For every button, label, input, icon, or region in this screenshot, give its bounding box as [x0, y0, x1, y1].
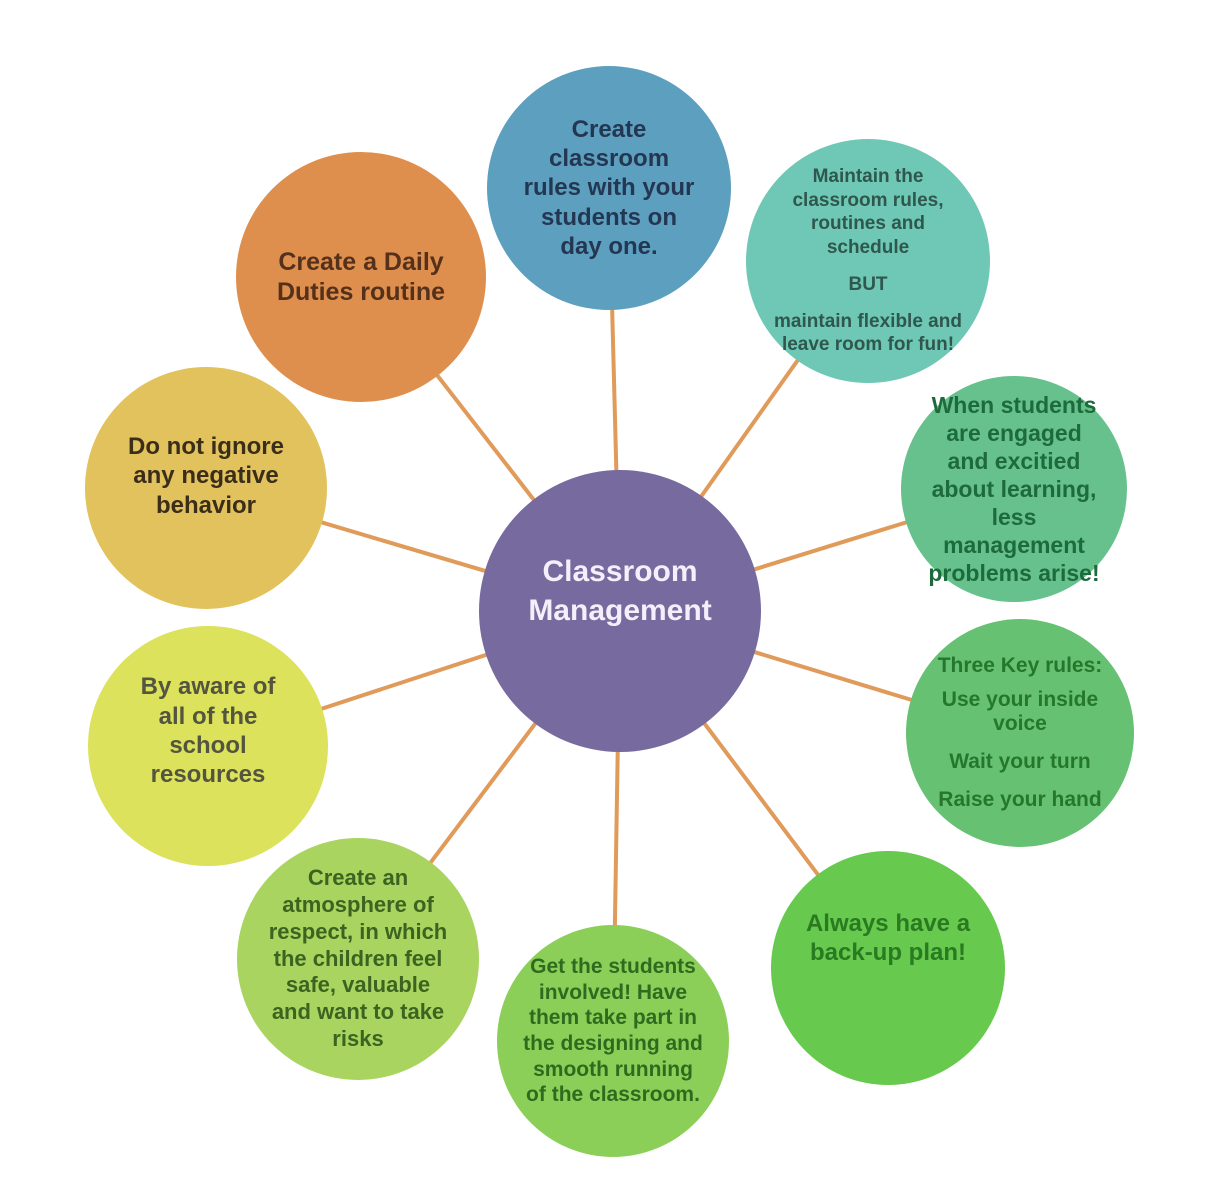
node-text: When students are engaged and excitied a… [928, 391, 1100, 587]
node-text: Create a Daily Duties routine [276, 247, 446, 307]
node-text: maintain flexible and leave room for fun… [774, 310, 962, 356]
node-text: BUT [848, 273, 888, 295]
node-text: Always have a back-up plan! [805, 909, 971, 966]
node-text: Use your inside voice [941, 687, 1099, 735]
node-text: Wait your turn [949, 750, 1091, 774]
node-text: Create an atmosphere of respect, in whic… [268, 865, 448, 1052]
node-text: Create classroom rules with your student… [523, 115, 695, 260]
node-text: Do not ignore any negative behavior [128, 433, 284, 519]
node-text: By aware of all of the school resources [140, 673, 276, 789]
node-text: Raise your hand [938, 788, 1102, 812]
node-text: Get the students involved! Have them tak… [523, 955, 703, 1107]
node-daily-duties: Create a Daily Duties routine [236, 152, 486, 402]
node-text: Three Key rules: [937, 653, 1103, 677]
node-create-classroom-rules: Create classroom rules with your student… [487, 66, 731, 310]
node-backup-plan: Always have a back-up plan! [771, 851, 1005, 1085]
node-atmosphere-of-respect: Create an atmosphere of respect, in whic… [237, 838, 479, 1080]
node-negative-behavior: Do not ignore any negative behavior [85, 367, 327, 609]
center-node-classroom-management: Classroom Management [479, 470, 761, 752]
node-maintain-rules-but-flexible: Maintain the classroom rules, routines a… [746, 139, 990, 383]
node-three-key-rules: Three Key rules: Use your inside voice W… [906, 619, 1134, 847]
node-text: Maintain the classroom rules, routines a… [792, 165, 944, 259]
node-students-engaged: When students are engaged and excitied a… [901, 376, 1127, 602]
node-school-resources: By aware of all of the school resources [88, 626, 328, 866]
node-students-involved: Get the students involved! Have them tak… [497, 925, 729, 1157]
center-node-label: Classroom Management [528, 555, 712, 627]
